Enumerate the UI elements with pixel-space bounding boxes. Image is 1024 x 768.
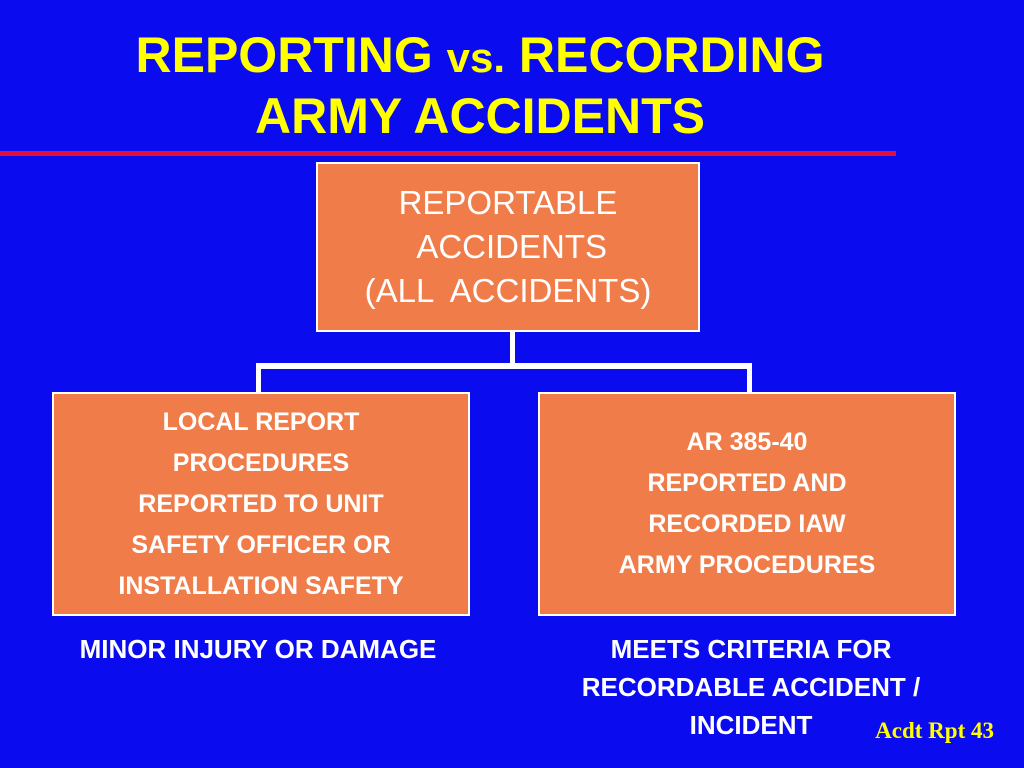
box-line: LOCAL REPORT: [162, 407, 360, 436]
connector-trunk: [510, 332, 515, 366]
title-reporting: REPORTING: [135, 27, 447, 83]
caption-line: RECORDABLE ACCIDENT /: [581, 672, 921, 702]
connector-right-drop: [747, 363, 752, 392]
box-line: ARMY PROCEDURES: [618, 551, 876, 579]
recordable-criteria-caption: MEETS CRITERIA FOR RECORDABLE ACCIDENT /…: [508, 630, 994, 744]
connector-left-drop: [256, 363, 261, 392]
box-line: AR 385-40: [686, 428, 808, 456]
title-divider: [0, 151, 896, 156]
reportable-accidents-box: REPORTABLE ACCIDENTS (ALL ACCIDENTS): [316, 162, 700, 332]
title-vs: vs.: [446, 34, 506, 81]
local-report-box: LOCAL REPORT PROCEDURES REPORTED TO UNIT…: [52, 392, 470, 616]
box-line: REPORTED TO UNIT: [138, 489, 384, 518]
ar-385-40-box: AR 385-40 REPORTED AND RECORDED IAW ARMY…: [538, 392, 956, 616]
title-line-1: REPORTING vs. RECORDING: [0, 26, 960, 87]
box-line: PROCEDURES: [172, 448, 350, 477]
slide-number-tag: Acdt Rpt 43: [875, 718, 994, 743]
minor-injury-caption: MINOR INJURY OR DAMAGE: [79, 634, 437, 664]
box-line: REPORTED AND: [647, 469, 847, 497]
title-recording: RECORDING: [505, 27, 825, 83]
box-line: RECORDED IAW: [648, 510, 846, 538]
box-line: SAFETY OFFICER OR: [131, 530, 391, 559]
box-line: REPORTABLE: [398, 184, 618, 221]
box-line: (ALL ACCIDENTS): [364, 272, 652, 309]
box-line: ACCIDENTS: [408, 228, 608, 265]
caption-line: MEETS CRITERIA FOR: [610, 634, 892, 664]
box-line: INSTALLATION SAFETY: [118, 571, 404, 600]
slide-title: REPORTING vs. RECORDING ARMY ACCIDENTS: [0, 26, 960, 145]
caption-line: INCIDENT: [689, 710, 813, 740]
connector-bar: [256, 363, 752, 369]
title-line-2: ARMY ACCIDENTS: [254, 88, 706, 144]
